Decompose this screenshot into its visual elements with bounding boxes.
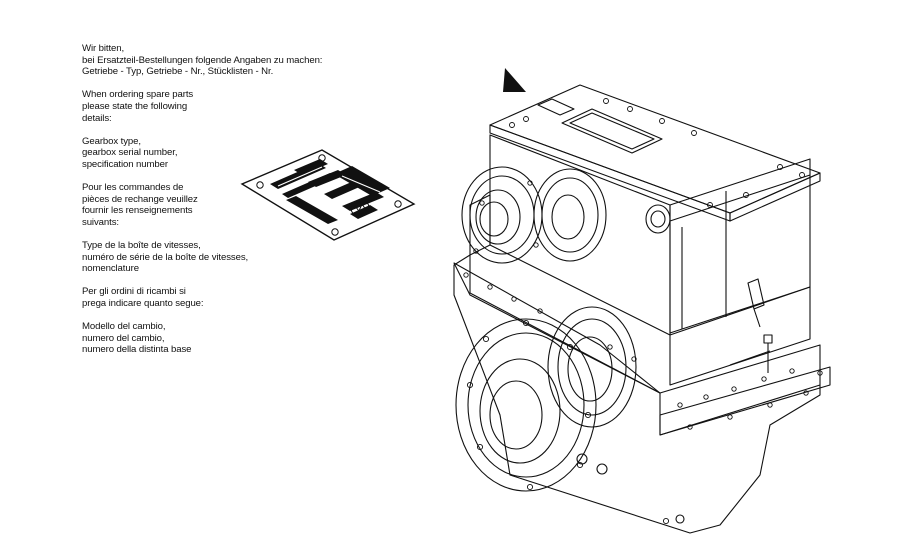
bolt-holes (463, 98, 823, 525)
paragraph-de: Wir bitten, bei Ersatzteil-Bestellungen … (82, 43, 382, 78)
type-plate-icon (240, 149, 416, 241)
arrow-marker-icon (503, 68, 526, 92)
text-line: prega indicare quanto segue: (82, 298, 204, 310)
paragraph-it-intro: Per gli ordini di ricambi si prega indic… (82, 286, 382, 309)
paragraph-it-details: Modello del cambio, numero del cambio, n… (82, 321, 382, 356)
text-line: Pour les commandes de (82, 182, 184, 194)
paragraph-en-details: Gearbox type, gearbox serial number, spe… (82, 136, 382, 171)
gearbox-illustration (453, 68, 831, 534)
text-line: nomenclature (82, 263, 139, 275)
paragraph-fr-details: Type de la boîte de vitesses, numéro de … (82, 240, 382, 275)
text-line: suivants: (82, 216, 119, 228)
text-line: gearbox serial number, (82, 147, 178, 159)
text-line: pièces de rechange veuillez (82, 193, 198, 205)
text-line: details: (82, 112, 112, 124)
text-line: Per gli ordini di ricambi si (82, 286, 186, 298)
text-line: numéro de série de la boîte de vitesses, (82, 251, 249, 263)
text-line: please state the following (82, 100, 188, 112)
ordering-instructions: Wir bitten, bei Ersatzteil-Bestellungen … (82, 43, 382, 368)
text-line: bei Ersatzteil-Bestellungen folgende Ang… (82, 54, 323, 66)
text-line: When ordering spare parts (82, 89, 194, 101)
text-line: Wir bitten, (82, 43, 125, 54)
text-line: Gearbox type, (82, 135, 141, 147)
paragraph-en-intro: When ordering spare parts please state t… (82, 89, 382, 124)
text-line: Getriebe - Typ, Getriebe - Nr., Stücklis… (82, 66, 274, 78)
text-line: fournir les renseignements (82, 205, 193, 217)
text-line: Modello del cambio, (82, 321, 166, 333)
text-line: Type de la boîte de vitesses, (82, 240, 201, 252)
paragraph-fr-intro: Pour les commandes de pièces de rechange… (82, 182, 382, 228)
gearbox-outline (453, 84, 831, 534)
text-line: specification number (82, 158, 168, 170)
text-line: numero della distinta base (82, 344, 192, 356)
text-line: numero del cambio, (82, 332, 165, 344)
